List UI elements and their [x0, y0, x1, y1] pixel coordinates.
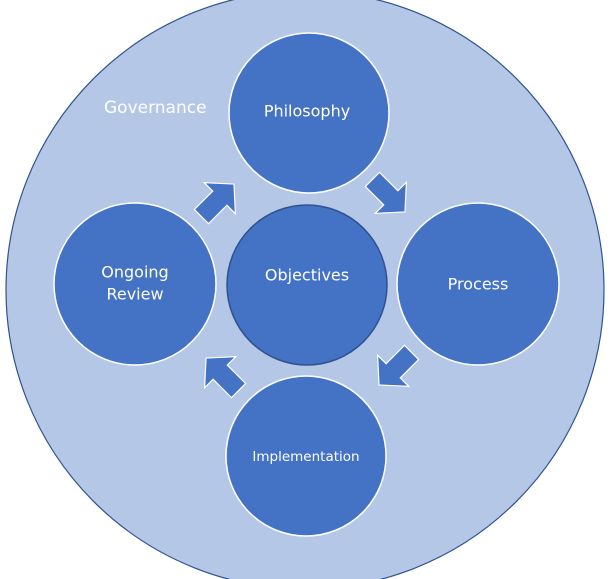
- governance-label: Governance: [104, 98, 207, 118]
- ongoing-review-label-line2: Review: [106, 285, 163, 304]
- arrow-top-left: [193, 181, 237, 225]
- objectives-label: Objectives: [265, 266, 349, 285]
- philosophy-circle: [228, 32, 390, 194]
- philosophy-label: Philosophy: [264, 102, 350, 121]
- process-label: Process: [448, 275, 509, 294]
- objectives-circle: [226, 204, 388, 366]
- arrow-bottom-left: [203, 355, 247, 399]
- arrow-top-right: [364, 171, 408, 215]
- arrow-bottom-right: [376, 344, 420, 388]
- process-circle: [396, 202, 560, 366]
- implementation-label: Implementation: [252, 449, 359, 465]
- ongoing-review-label-line1: Ongoing: [101, 263, 168, 282]
- implementation-circle: [225, 375, 387, 537]
- ongoing-review-circle: [53, 202, 217, 366]
